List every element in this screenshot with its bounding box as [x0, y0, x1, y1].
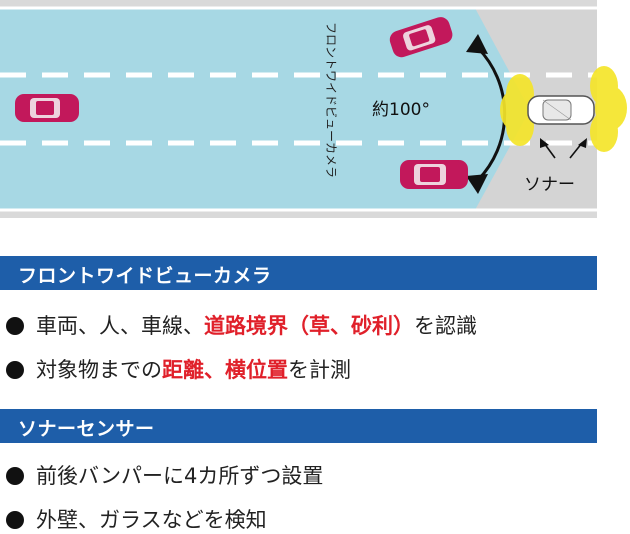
section-title-camera: フロントワイドビューカメラ	[18, 265, 272, 287]
list-item: 前後バンパーに4カ所ずつ設置	[6, 460, 626, 490]
camera-label: フロントワイドビューカメラ	[324, 22, 338, 178]
sonar-arrowhead-right	[578, 138, 587, 148]
list-item: 対象物までの距離、横位置を計測	[6, 354, 626, 384]
car-bottom	[400, 160, 468, 189]
item-text-pre: 車両、人、車線、	[36, 314, 204, 338]
item-text: 前後バンパーに4カ所ずつ設置	[36, 464, 324, 488]
item-text-pre: 対象物までの	[36, 358, 162, 382]
item-highlight: 距離、横位置	[162, 358, 288, 382]
road-diagram: フロントワイドビューカメラ 約100° ソナー	[0, 0, 627, 218]
list-item: 車両、人、車線、道路境界（草、砂利）を認識	[6, 310, 626, 340]
car-top	[389, 17, 453, 58]
angle-label: 約100°	[372, 100, 430, 120]
car-left	[15, 94, 79, 122]
bullet-icon	[6, 511, 24, 529]
section-header-sonar: ソナーセンサー	[0, 409, 597, 443]
road-edge-top	[0, 0, 597, 8]
bullet-icon	[6, 361, 24, 379]
section-title-sonar: ソナーセンサー	[18, 418, 155, 440]
lane-lines	[0, 72, 597, 146]
item-highlight: 道路境界（草、砂利）	[204, 314, 414, 338]
road-edge-bottom	[0, 210, 597, 218]
sonar-front-cluster	[500, 74, 534, 146]
host-car	[527, 95, 595, 125]
item-text-post: を計測	[288, 358, 351, 382]
list-item: 外壁、ガラスなどを検知	[6, 504, 626, 534]
arc-arrow-top	[466, 34, 488, 54]
sonar-rear-cluster	[590, 66, 627, 152]
bullet-icon	[6, 317, 24, 335]
bullet-icon	[6, 467, 24, 485]
item-text-post: を認識	[414, 314, 477, 338]
section-header-camera: フロントワイドビューカメラ	[0, 256, 597, 290]
arc-arrow-bottom	[466, 174, 488, 194]
sonar-label: ソナー	[524, 175, 575, 195]
item-text: 外壁、ガラスなどを検知	[36, 508, 267, 532]
sonar-arrowhead-left	[540, 138, 549, 148]
